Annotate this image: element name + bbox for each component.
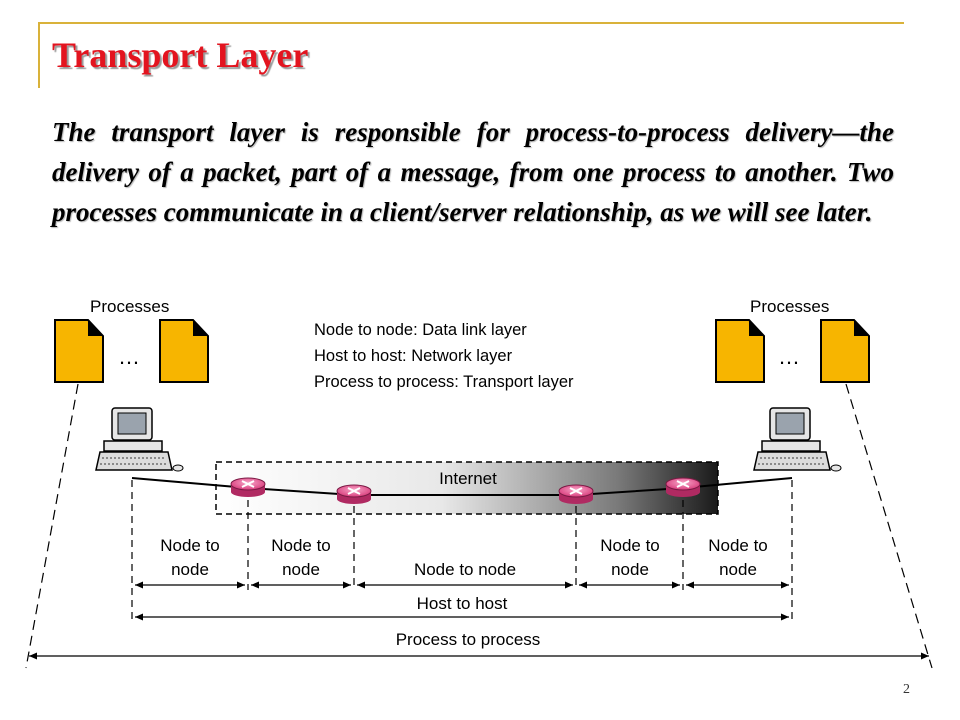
host-to-host-label: Host to host [417, 594, 508, 613]
left-processes-ellipsis: … [118, 344, 140, 369]
page-number: 2 [903, 682, 910, 697]
legend-node-to-node: Node to node: Data link layer [314, 321, 527, 339]
left-process-file-icon-2 [159, 319, 209, 383]
process-to-process-label: Process to process [396, 630, 541, 649]
network-path [131, 477, 793, 496]
router-icon-1 [230, 477, 266, 497]
slide-body-text: The transport layer is responsible for p… [52, 117, 894, 227]
process-guides [25, 383, 933, 669]
segment-4-label-line1: Node to [600, 536, 660, 555]
right-processes-label: Processes [750, 297, 829, 316]
slide-title: Transport Layer [52, 35, 309, 75]
left-host-computer-icon [95, 407, 184, 472]
segment-3-label: Node to node [414, 560, 516, 579]
segment-2-label-line1: Node to [271, 536, 331, 555]
router-icon-4 [665, 477, 701, 497]
internet-box [215, 461, 719, 515]
internet-label: Internet [439, 469, 497, 488]
segment-1-label-line1: Node to [160, 536, 220, 555]
segment-5-label-line2: node [719, 560, 757, 579]
left-process-file-icon-1 [54, 319, 104, 383]
title-frame-top [38, 22, 904, 24]
title-frame-left [38, 22, 40, 88]
right-host-computer-icon [753, 407, 842, 472]
right-process-file-icon-1 [715, 319, 765, 383]
segment-4-label-line2: node [611, 560, 649, 579]
segment-1-label-line2: node [171, 560, 209, 579]
segment-dividers [131, 480, 793, 624]
router-icon-3 [558, 484, 594, 504]
segment-2-label-line2: node [282, 560, 320, 579]
right-process-file-icon-2 [820, 319, 870, 383]
legend-process-to-process: Process to process: Transport layer [314, 373, 574, 391]
segment-5-label-line1: Node to [708, 536, 768, 555]
router-icon-2 [336, 484, 372, 504]
left-processes-label: Processes [90, 297, 169, 316]
legend-host-to-host: Host to host: Network layer [314, 347, 513, 365]
right-processes-ellipsis: … [778, 344, 800, 369]
